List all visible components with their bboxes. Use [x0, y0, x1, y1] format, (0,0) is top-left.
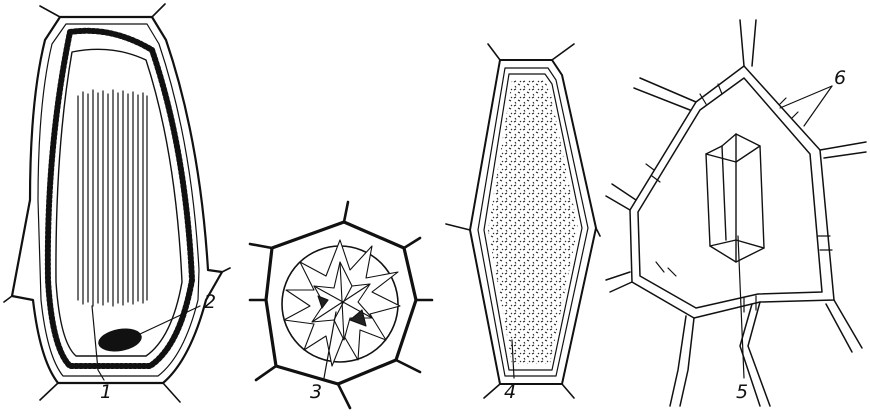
label-6: 6	[834, 67, 846, 89]
leader-2	[140, 306, 200, 334]
label-2: 2	[204, 291, 216, 313]
cell-raphides: 1 2	[4, 4, 230, 403]
cell-crystal-sand: 4	[446, 44, 600, 403]
cell-prism-crystal: 5 6	[606, 20, 866, 406]
cell1-outer-wall	[12, 17, 222, 383]
raphide-bundle	[78, 90, 147, 306]
cell-druse: 3	[250, 202, 432, 408]
label-1: 1	[100, 381, 112, 403]
label-3: 3	[310, 381, 322, 403]
label-5: 5	[736, 381, 748, 403]
label-4: 4	[504, 381, 516, 403]
cell4-wall-inner	[638, 78, 822, 308]
cell4-wall-outer	[630, 66, 834, 318]
nucleus	[96, 325, 143, 354]
prism-crystal	[706, 134, 764, 262]
